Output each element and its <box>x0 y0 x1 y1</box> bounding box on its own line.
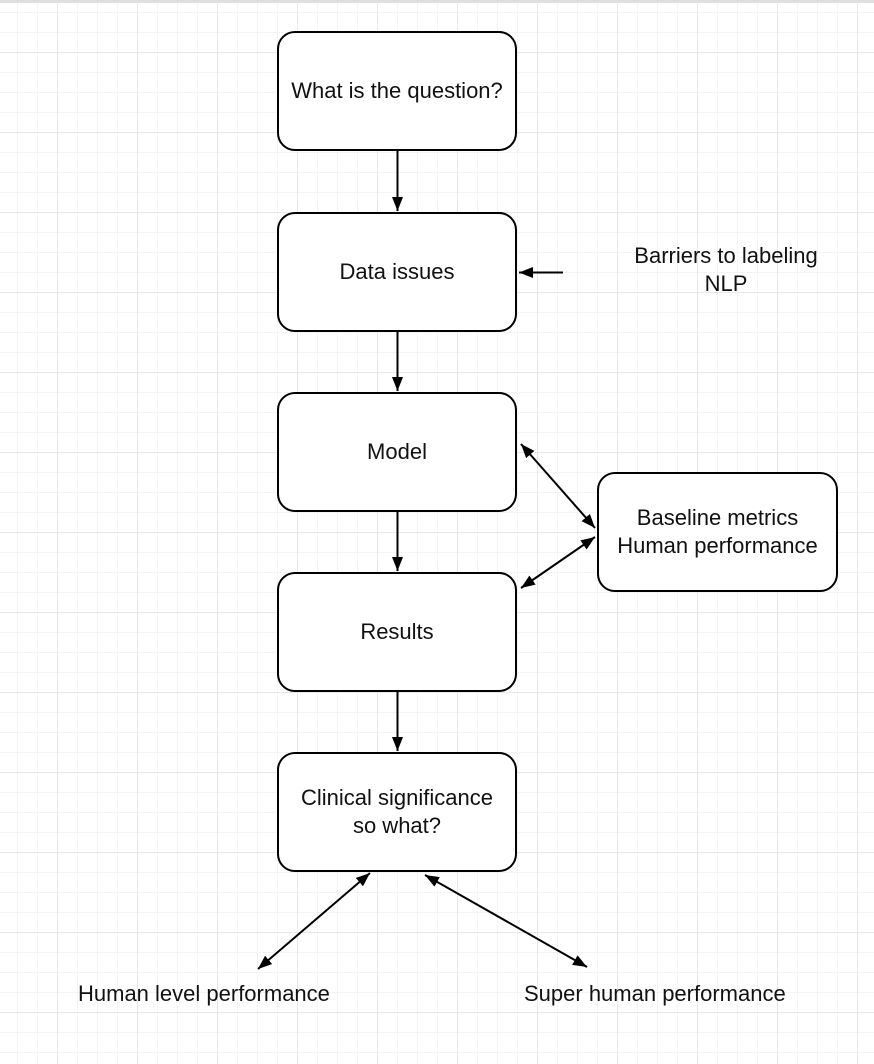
connector-clinical-super-double[interactable] <box>424 874 588 968</box>
label-human-level-performance[interactable]: Human level performance <box>78 981 330 1006</box>
node-results[interactable]: Results <box>277 572 517 692</box>
label-barriers-to-labeling-nlp[interactable]: Barriers to labeling NLP <box>634 243 818 296</box>
node-model[interactable]: Model <box>277 392 517 512</box>
node-baseline-metrics[interactable]: Baseline metrics Human performance <box>597 472 838 592</box>
node-question[interactable]: What is the question? <box>277 31 517 151</box>
connector-baseline-results-double[interactable] <box>520 536 596 589</box>
connector-clinical-human-double[interactable] <box>257 872 371 970</box>
node-clinical-significance[interactable]: Clinical significance so what? <box>277 752 517 872</box>
label-super-human-performance[interactable]: Super human performance <box>524 981 786 1006</box>
node-data-issues[interactable]: Data issues <box>277 212 517 332</box>
connector-model-baseline-double[interactable] <box>520 443 596 529</box>
canvas-top-edge <box>0 0 874 3</box>
